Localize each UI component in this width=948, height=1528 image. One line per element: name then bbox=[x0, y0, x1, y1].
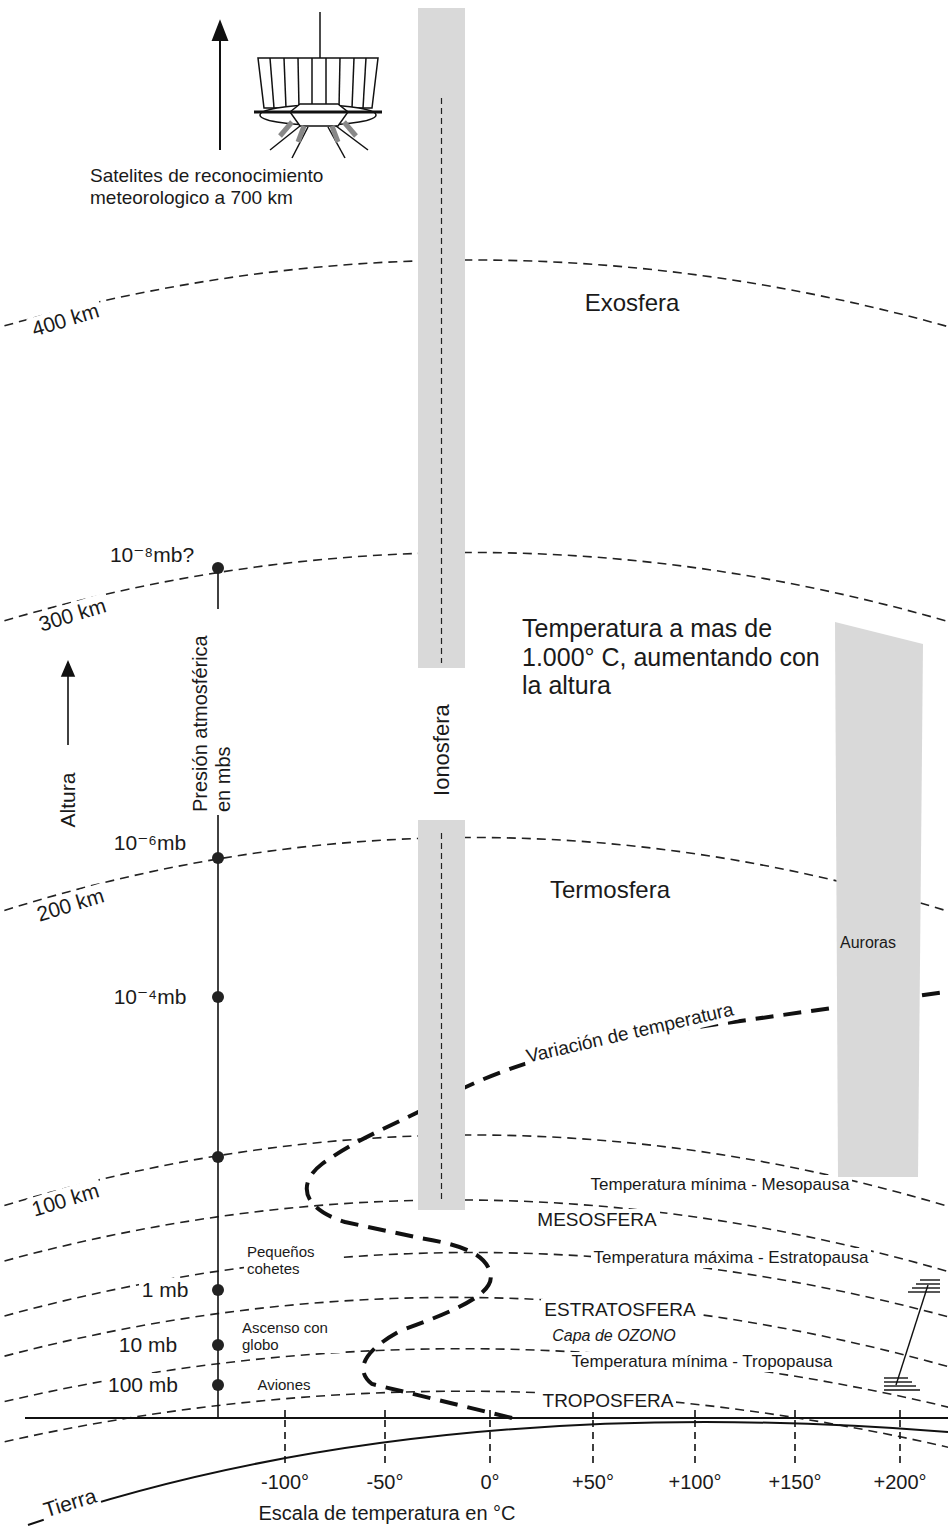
band-label: Auroras bbox=[840, 934, 896, 952]
tick-dashes bbox=[285, 1420, 900, 1468]
band-label: Ionosfera bbox=[429, 704, 453, 796]
boundary-label: Temperatura mínima - Tropopausa bbox=[569, 1352, 836, 1372]
pressure-label: 10⁻⁴mb bbox=[111, 985, 190, 1009]
satellite-arrow bbox=[213, 22, 227, 150]
layer-boundaries bbox=[0, 260, 948, 1450]
curve-label: Variación de temperatura bbox=[521, 998, 738, 1068]
note-text: Temperatura a mas de 1.000° C, aumentand… bbox=[519, 614, 825, 700]
tick-label: 0° bbox=[477, 1471, 502, 1494]
altitude-label: 300 km bbox=[33, 593, 112, 638]
layer-name: ESTRATOSFERA bbox=[541, 1299, 698, 1321]
axis-title: Altura bbox=[56, 770, 80, 831]
aurora-band: Auroras bbox=[835, 622, 927, 1177]
vehicle-label: Ascenso con globo bbox=[239, 1319, 345, 1354]
pressure-label: 10⁻⁸mb? bbox=[107, 543, 197, 567]
layer-name: Exosfera bbox=[582, 289, 683, 317]
band-shape bbox=[835, 622, 927, 1177]
axis-title: Presión atmosférica en mbs bbox=[189, 609, 235, 815]
pressure-label: 10 mb bbox=[116, 1333, 180, 1357]
altitude-label: 100 km bbox=[26, 1178, 105, 1223]
boundary-label: Temperatura máxima - Estratopausa bbox=[591, 1248, 872, 1268]
layer-name: Termosfera bbox=[547, 876, 673, 904]
layer-name: MESOSFERA bbox=[534, 1209, 659, 1231]
vehicle-label: Pequeños cohetes bbox=[244, 1243, 340, 1278]
altitude-label: 400 km bbox=[26, 298, 105, 343]
layer-name: TROPOSFERA bbox=[540, 1390, 677, 1412]
earth-label: Tierra bbox=[38, 1483, 102, 1524]
ionosphere-band: Ionosfera bbox=[418, 8, 465, 1210]
ozone-label: Capa de OZONO bbox=[549, 1327, 679, 1345]
pressure-label: 1 mb bbox=[139, 1278, 192, 1302]
boundary-label: Temperatura mínima - Mesopausa bbox=[588, 1175, 853, 1195]
ground-line bbox=[25, 1417, 948, 1419]
tick-label: +200° bbox=[870, 1471, 929, 1494]
axis-title: Escala de temperatura en °C bbox=[255, 1502, 518, 1525]
tick-label: +150° bbox=[765, 1471, 824, 1494]
altitude-label: 200 km bbox=[31, 883, 110, 928]
pressure-label: 10⁻⁶mb bbox=[111, 831, 189, 855]
earth-curve bbox=[28, 1422, 948, 1525]
tick-label: -100° bbox=[258, 1471, 312, 1494]
vehicle-label: Aviones bbox=[254, 1376, 313, 1393]
satellite bbox=[254, 12, 382, 158]
tick-label: -50° bbox=[364, 1471, 407, 1494]
tick-label: +50° bbox=[569, 1471, 617, 1494]
ozone-symbol bbox=[884, 1280, 940, 1390]
altitude-arrow bbox=[62, 662, 74, 745]
band-shape bbox=[418, 8, 465, 1210]
tick-label: +100° bbox=[665, 1471, 724, 1494]
satellite-caption: Satelites de reconocimiento meteorologic… bbox=[87, 165, 403, 209]
pressure-label: 100 mb bbox=[105, 1373, 181, 1397]
